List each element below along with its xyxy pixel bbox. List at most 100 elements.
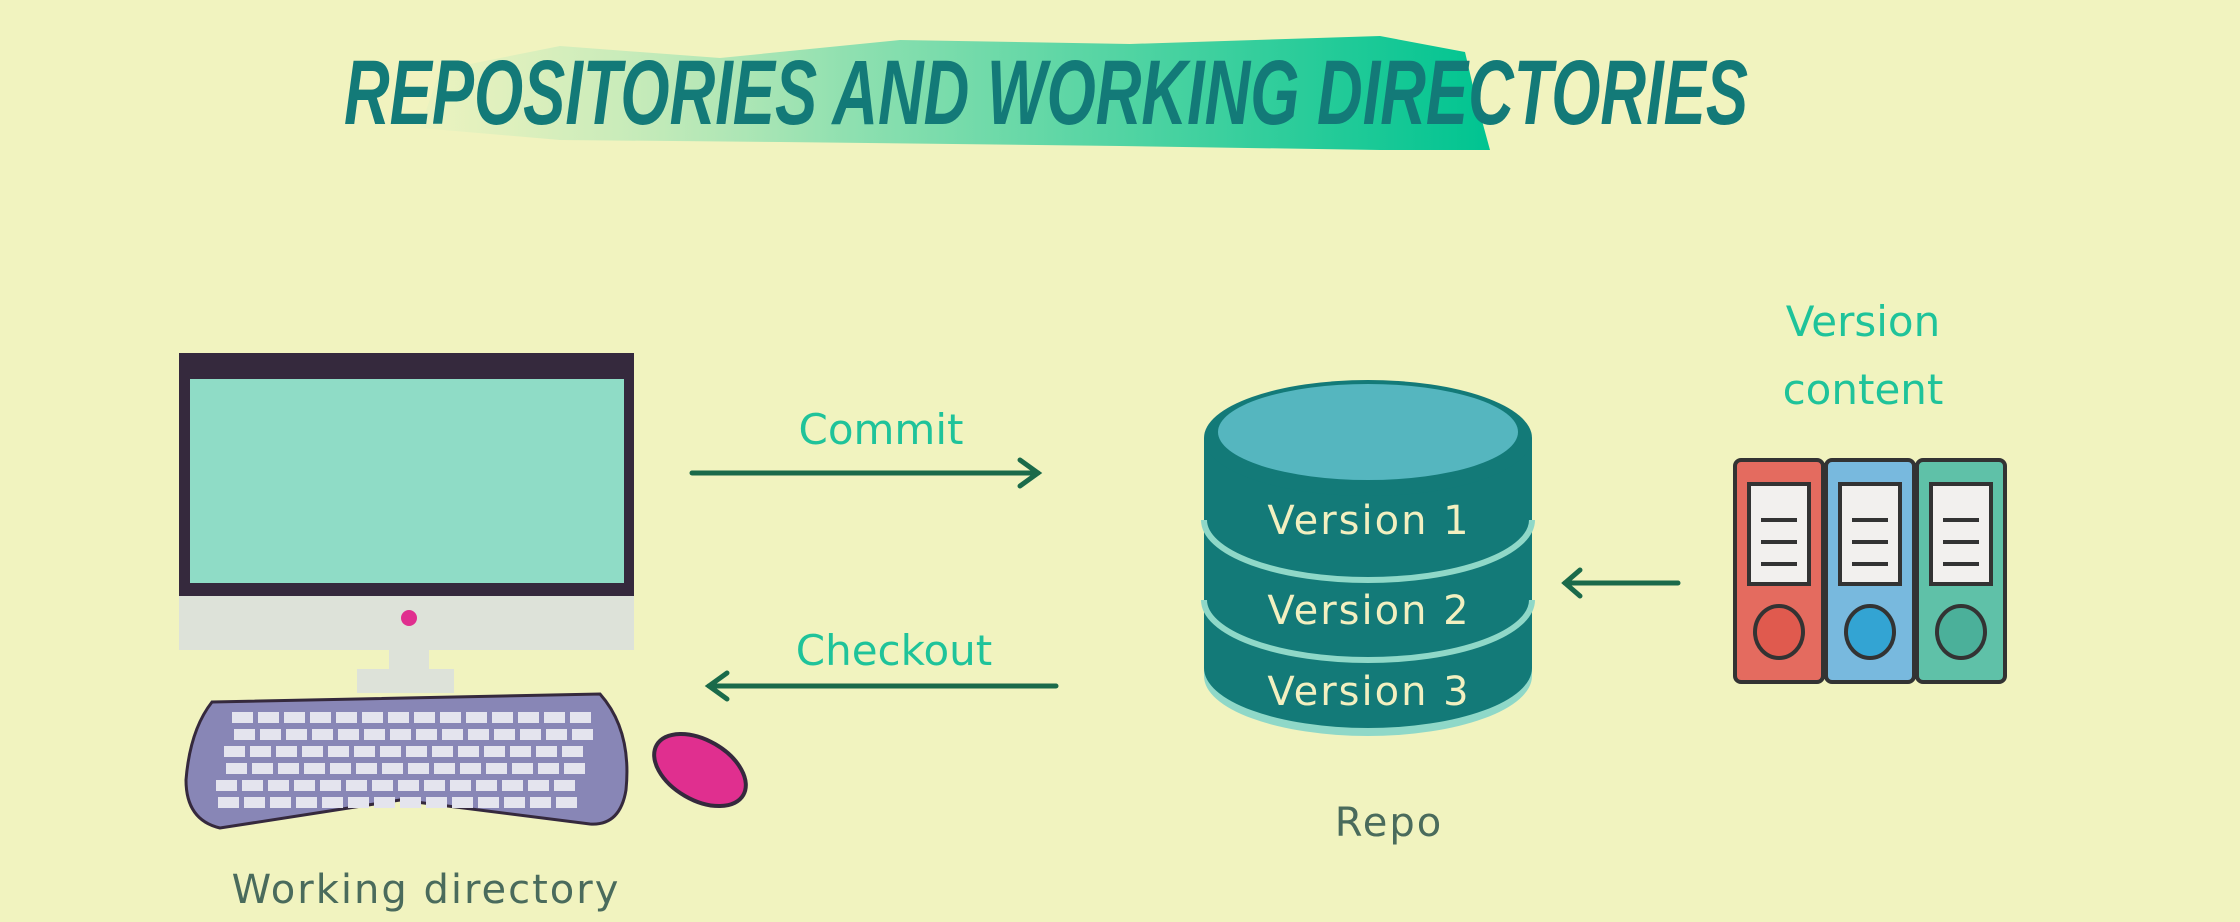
keyboard-key xyxy=(398,780,419,791)
monitor-base xyxy=(357,669,454,693)
keyboard-key xyxy=(364,729,385,740)
keyboard-key xyxy=(544,712,565,723)
binders-icon xyxy=(1733,458,2007,684)
keyboard-key xyxy=(226,763,247,774)
keyboard-key xyxy=(388,712,409,723)
keyboard-key xyxy=(556,797,577,808)
keyboard-key xyxy=(530,797,551,808)
keyboard-key xyxy=(406,746,427,757)
commit-arrow xyxy=(689,457,1043,489)
keyboard-key xyxy=(484,746,505,757)
repo-version-1: Version 1 xyxy=(1267,498,1470,544)
keyboard-key xyxy=(234,729,255,740)
keyboard-key xyxy=(520,729,541,740)
keyboard-key xyxy=(270,797,291,808)
keyboard-key xyxy=(434,763,455,774)
repo-version-2: Version 2 xyxy=(1267,588,1470,634)
keyboard-key xyxy=(356,763,377,774)
keyboard-key xyxy=(504,797,525,808)
repo-label: Repo xyxy=(1335,800,1443,846)
keyboard-key xyxy=(362,712,383,723)
keyboard-key xyxy=(416,729,437,740)
keyboard-key xyxy=(528,780,549,791)
keyboard-key xyxy=(346,780,367,791)
keyboard-key xyxy=(284,712,305,723)
keyboard-key xyxy=(414,712,435,723)
keyboard-key xyxy=(564,763,585,774)
keyboard-keys xyxy=(216,712,593,808)
keyboard-key xyxy=(442,729,463,740)
working-directory-label: Working directory xyxy=(232,867,621,913)
keyboard-key xyxy=(380,746,401,757)
keyboard-key xyxy=(258,712,279,723)
keyboard-key xyxy=(450,780,471,791)
page-title: REPOSITORIES AND WORKING DIRECTORIES xyxy=(344,40,1748,143)
keyboard-key xyxy=(452,797,473,808)
keyboard-key xyxy=(374,797,395,808)
keyboard-key xyxy=(424,780,445,791)
monitor-screen xyxy=(190,379,624,583)
version-content-arrow xyxy=(1561,567,1681,599)
keyboard-key xyxy=(216,780,237,791)
version-content-label-line1: Version xyxy=(1786,297,1940,346)
version-content-label-line2: content xyxy=(1783,365,1944,414)
keyboard-key xyxy=(400,797,421,808)
keyboard-key xyxy=(536,746,557,757)
checkout-arrow xyxy=(704,670,1059,702)
keyboard-key xyxy=(330,763,351,774)
monitor-stand xyxy=(389,650,429,671)
keyboard-key xyxy=(276,746,297,757)
keyboard-key xyxy=(466,712,487,723)
binder xyxy=(1824,458,1916,684)
keyboard-key xyxy=(554,780,575,791)
keyboard-key xyxy=(570,712,591,723)
keyboard-key xyxy=(302,746,323,757)
keyboard-key xyxy=(268,780,289,791)
keyboard-key xyxy=(492,712,513,723)
keyboard-key xyxy=(232,712,253,723)
keyboard-key xyxy=(312,729,333,740)
keyboard-key xyxy=(440,712,461,723)
keyboard-key xyxy=(348,797,369,808)
keyboard-key xyxy=(278,763,299,774)
keyboard-key xyxy=(476,780,497,791)
commit-label: Commit xyxy=(799,405,964,454)
keyboard-key xyxy=(304,763,325,774)
keyboard-key xyxy=(510,746,531,757)
keyboard-key xyxy=(310,712,331,723)
binder xyxy=(1733,458,1825,684)
keyboard-key xyxy=(562,746,583,757)
keyboard-key xyxy=(494,729,515,740)
keyboard-key xyxy=(408,763,429,774)
keyboard-key xyxy=(432,746,453,757)
power-button-icon xyxy=(401,610,417,626)
keyboard-key xyxy=(382,763,403,774)
keyboard-key xyxy=(322,797,343,808)
keyboard-key xyxy=(338,729,359,740)
checkout-label: Checkout xyxy=(796,626,993,675)
keyboard-key xyxy=(286,729,307,740)
keyboard-key xyxy=(294,780,315,791)
mouse xyxy=(652,731,748,809)
keyboard-key xyxy=(572,729,593,740)
keyboard-key xyxy=(354,746,375,757)
keyboard-key xyxy=(486,763,507,774)
keyboard-key xyxy=(372,780,393,791)
title-brush-stroke xyxy=(420,36,1490,150)
keyboard-key xyxy=(390,729,411,740)
keyboard-key xyxy=(458,746,479,757)
keyboard-key xyxy=(252,763,273,774)
keyboard-key xyxy=(250,746,271,757)
keyboard-key xyxy=(478,797,499,808)
keyboard-key xyxy=(460,763,481,774)
keyboard-key xyxy=(502,780,523,791)
keyboard-key xyxy=(328,746,349,757)
binder xyxy=(1915,458,2007,684)
keyboard-key xyxy=(468,729,489,740)
keyboard-key xyxy=(512,763,533,774)
keyboard-key xyxy=(296,797,317,808)
repo-version-3: Version 3 xyxy=(1267,669,1470,715)
keyboard xyxy=(184,692,629,830)
keyboard-key xyxy=(538,763,559,774)
keyboard-key xyxy=(244,797,265,808)
